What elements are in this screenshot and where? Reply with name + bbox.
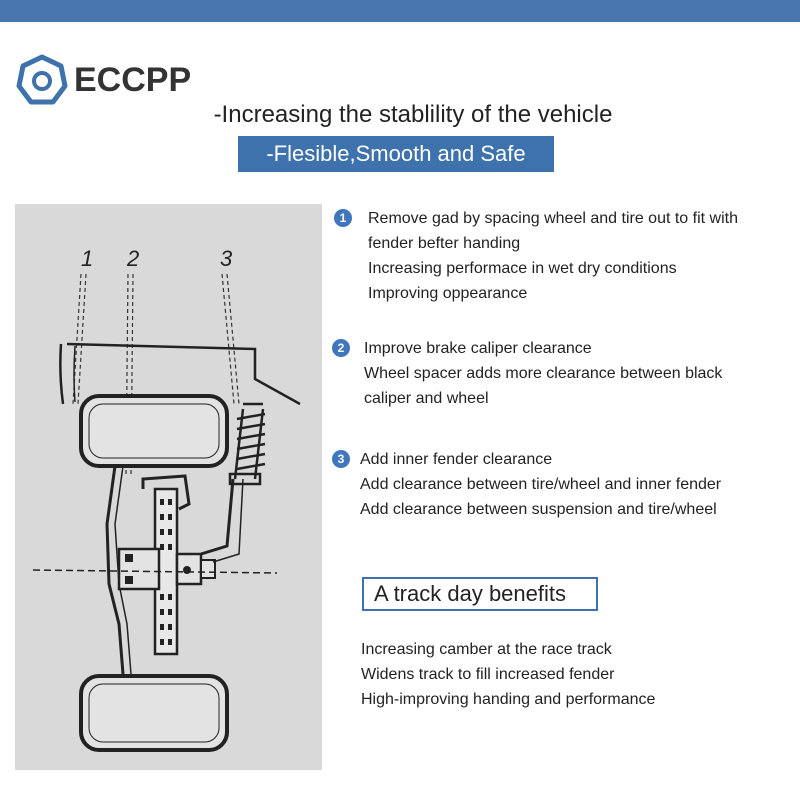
item-3-line-2: Add clearance between tire/wheel and inn… — [360, 476, 722, 493]
benefit-item-1: 1 Remove gad by spacing wheel and tire o… — [334, 206, 738, 306]
track-day-line-2: Widens track to fill increased fender — [361, 666, 615, 683]
item-2-line-1: Improve brake caliper clearance — [364, 340, 592, 357]
number-badge-3: 3 — [332, 450, 350, 468]
diagram-label-3: 3 — [220, 246, 233, 271]
item-3-line-3: Add clearance between suspension and tir… — [360, 501, 717, 518]
tagline-banner: -Flesible,Smooth and Safe — [238, 136, 554, 172]
suspension-diagram: 1 2 3 — [15, 204, 322, 770]
benefit-item-3: 3 Add inner fender clearance Add clearan… — [332, 447, 721, 522]
track-day-title-box: A track day benefits — [362, 577, 598, 611]
diagram-label-2: 2 — [126, 246, 139, 271]
number-badge-1: 1 — [334, 209, 352, 227]
number-badge-2: 2 — [332, 339, 350, 357]
item-1-line-3: Increasing performace in wet dry conditi… — [368, 260, 677, 277]
track-day-line-1: Increasing camber at the race track — [361, 641, 612, 658]
track-day-line-3: High-improving handing and performance — [361, 691, 656, 708]
brand-name: ECCPP — [74, 60, 192, 99]
eccpp-logo-icon — [16, 54, 68, 105]
item-2-line-2: Wheel spacer adds more clearance between… — [364, 365, 723, 382]
top-bar — [0, 0, 800, 22]
item-1-line-4: Improving oppearance — [368, 285, 528, 302]
item-3-line-1: Add inner fender clearance — [360, 451, 553, 468]
page-subtitle: -Increasing the stablility of the vehicl… — [213, 101, 613, 128]
diagram-label-1: 1 — [81, 246, 93, 271]
track-day-list: Increasing camber at the race track Wide… — [361, 637, 655, 712]
item-2-line-3: caliper and wheel — [364, 390, 489, 407]
item-1-line-1: Remove gad by spacing wheel and tire out… — [368, 210, 738, 227]
item-1-line-2: fender befter handing — [368, 235, 521, 252]
brand-logo: ECCPP — [16, 52, 191, 108]
benefit-item-2: 2 Improve brake caliper clearance Wheel … — [332, 336, 722, 411]
